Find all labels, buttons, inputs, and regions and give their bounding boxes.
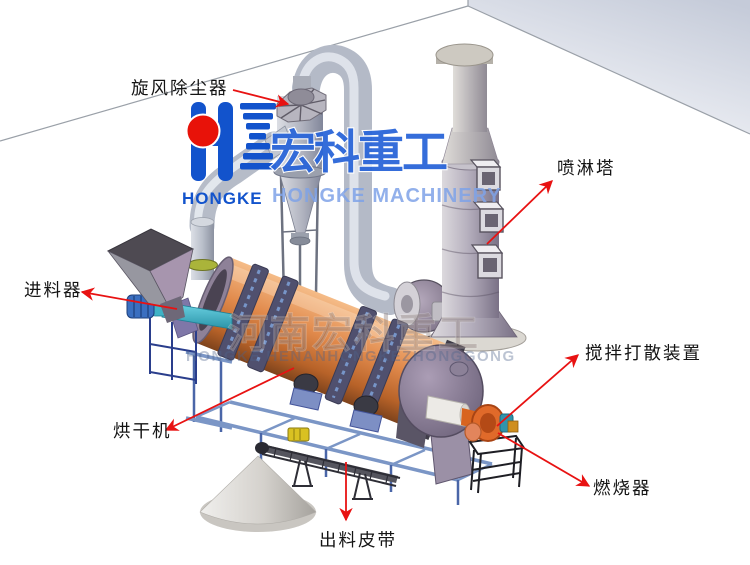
callout-scatter-device: 搅拌打散装置 <box>496 343 702 427</box>
logo-cn-text: 宏科重工 <box>270 127 447 178</box>
hongke-logo: HONGKE 宏科重工 HONGKE MACHINERY <box>182 102 502 208</box>
tower-flange-box <box>469 159 502 191</box>
callouts: 旋风除尘器 喷淋塔 进料器 搅拌打散装置 烘干机 燃烧器 出料皮带 <box>24 78 702 550</box>
callout-feeder-label: 进料器 <box>24 280 83 300</box>
feeder-legs <box>149 318 197 384</box>
drum-riding-ring <box>217 263 409 417</box>
callout-feeder: 进料器 <box>24 280 178 310</box>
hongke-monogram-icon <box>185 102 276 181</box>
cyclone-outlet-pipe <box>292 44 404 315</box>
tower-flange-box <box>472 201 505 233</box>
callout-burner-label: 燃烧器 <box>593 478 652 498</box>
belt-legs <box>292 459 373 500</box>
roller-station <box>349 395 383 433</box>
burner-stand <box>468 434 526 494</box>
callout-burner: 燃烧器 <box>497 432 652 498</box>
spray-tower <box>429 43 527 352</box>
tower-flange-box <box>470 244 504 279</box>
burner-assembly <box>425 395 526 494</box>
logo-hongke-text: HONGKE <box>182 189 263 208</box>
feed-hopper <box>106 228 195 323</box>
burner-nozzle <box>464 422 482 442</box>
callout-discharge-belt-label: 出料皮带 <box>319 530 397 550</box>
wall-corner <box>0 0 750 142</box>
roller-station <box>289 373 323 411</box>
material-pile <box>199 455 317 532</box>
callout-dryer: 烘干机 <box>113 367 295 441</box>
callout-dryer-label: 烘干机 <box>113 421 172 441</box>
feeder <box>106 228 233 384</box>
callout-spray-tower-label: 喷淋塔 <box>557 158 616 178</box>
center-watermark: 河南宏科重工 HONGKE HENANHONGKEZHONGGONG <box>186 311 516 366</box>
callout-cyclone: 旋风除尘器 <box>131 78 290 108</box>
callout-scatter-device-label: 搅拌打散装置 <box>585 343 702 363</box>
callout-cyclone-label: 旋风除尘器 <box>131 78 229 98</box>
cyclone-dust-collector <box>264 76 327 300</box>
watermark-en-text: HONGKE HENANHONGKEZHONGGONG <box>186 348 516 365</box>
logo-en-text: HONGKE MACHINERY <box>272 185 502 207</box>
k-stripes-icon <box>240 103 276 170</box>
callout-discharge-belt: 出料皮带 <box>319 462 397 550</box>
watermark-cn-text: 河南宏科重工 <box>228 311 480 356</box>
belt-truss-lattice <box>273 447 389 484</box>
callout-spray-tower: 喷淋塔 <box>486 158 616 245</box>
belt-head-pulley <box>255 442 269 454</box>
belt-motor <box>287 427 310 442</box>
discharge-belt-conveyor <box>255 427 401 500</box>
